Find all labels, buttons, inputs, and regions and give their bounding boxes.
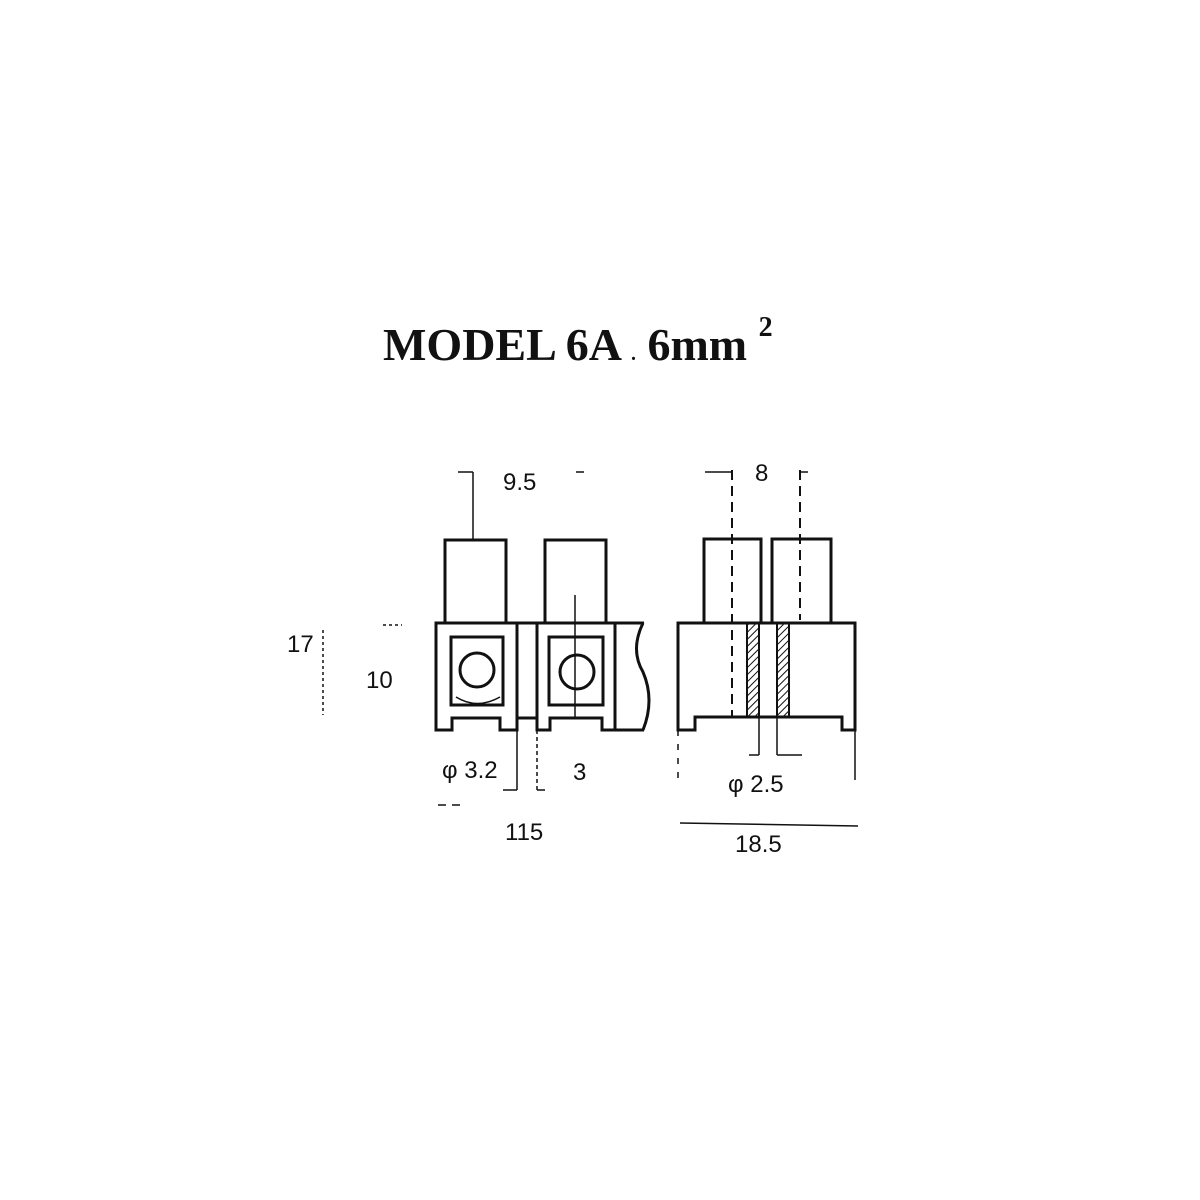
screw-head-1 bbox=[458, 651, 496, 689]
model-name: MODEL 6A bbox=[383, 319, 620, 370]
pocket-2 bbox=[547, 635, 605, 707]
screw-head-2 bbox=[558, 653, 596, 691]
drawing-title: MODEL 6A . 6mm 2 bbox=[383, 312, 773, 371]
dim-label-height: 17 bbox=[287, 631, 314, 658]
break-line bbox=[635, 622, 651, 731]
dim-label-hole-diameter: φ 3.2 bbox=[442, 757, 498, 784]
dim-label-screw-spacing: 8 bbox=[755, 460, 768, 487]
dim-label-pin-diameter: φ 2.5 bbox=[728, 771, 784, 798]
side-cap-2 bbox=[770, 537, 833, 625]
title-separator: . bbox=[630, 343, 636, 365]
side-view: 8 φ 2.5 18.5 bbox=[676, 460, 859, 858]
dim-label-gap: 3 bbox=[573, 759, 586, 786]
terminal-body bbox=[434, 621, 644, 732]
dim-label-width: 18.5 bbox=[735, 831, 782, 858]
wire-size: 6mm bbox=[647, 319, 748, 370]
front-view: 9.5 17 10 φ 3.2 3 115 bbox=[287, 469, 651, 846]
dim-label-length: 115 bbox=[505, 819, 543, 846]
hatched-pin-1 bbox=[746, 622, 760, 718]
wire-size-superscript: 2 bbox=[758, 312, 773, 343]
screw-cap-1 bbox=[443, 538, 508, 625]
pocket-1 bbox=[449, 635, 505, 707]
dim-label-body-height: 10 bbox=[366, 667, 393, 694]
side-body bbox=[676, 621, 857, 732]
hatched-pin-2 bbox=[776, 622, 790, 718]
dim-label-pitch: 9.5 bbox=[503, 469, 536, 496]
dim-line-18-5 bbox=[679, 822, 859, 827]
pocket-arc-1 bbox=[455, 696, 501, 705]
